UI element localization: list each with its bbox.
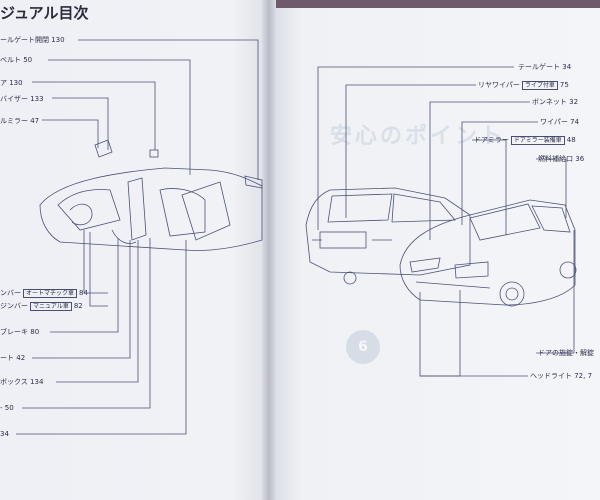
- label-text: テールゲート: [518, 63, 560, 71]
- leader-line: [83, 230, 108, 294]
- page-number: 84: [79, 289, 88, 297]
- leader-line: [89, 232, 108, 307]
- badge: ライプ付車: [521, 81, 558, 90]
- label-bonnet: ボンネット 32: [532, 98, 578, 107]
- page-number: 75: [559, 81, 569, 89]
- leader-line: [472, 139, 507, 235]
- page-number: 42: [16, 354, 26, 362]
- label-item-50: - 50: [0, 404, 14, 413]
- page-number: 32: [569, 98, 579, 106]
- page-number: 34: [562, 63, 572, 71]
- label-seat: ート 42: [0, 354, 25, 363]
- watermark-text: 安心のポイント: [330, 124, 506, 149]
- leader-line: [50, 238, 119, 333]
- leader-line: [52, 97, 109, 150]
- leader-line: [32, 81, 156, 150]
- badge: マニュアル車: [30, 302, 72, 311]
- leader-line: [78, 39, 259, 180]
- right-page: [268, 8, 600, 500]
- label-text: ワイパー: [540, 118, 568, 126]
- label-text: ブレーキ: [0, 328, 28, 336]
- label-text: リヤワイパー: [478, 81, 520, 89]
- label-box: ボックス 134: [0, 378, 43, 387]
- label-tailgate-switch: ールゲート開閉 130: [0, 36, 65, 44]
- book-spine: [262, 0, 276, 500]
- page-number: 50: [4, 404, 14, 412]
- leader-line: [16, 240, 187, 435]
- leader-line: [536, 158, 567, 218]
- label-sun-visor: バイザー 133: [0, 95, 44, 103]
- section-number-mark: 6: [346, 330, 380, 364]
- label-text: ンバー: [0, 289, 21, 297]
- label-brake: ブレーキ 80: [0, 328, 39, 337]
- page-title: ジュアル目次: [0, 4, 89, 22]
- leader-line: [536, 230, 575, 354]
- leader-line: [32, 240, 131, 359]
- label-text: ボンネット: [532, 98, 567, 106]
- label-tailgate: テールゲート 34: [518, 63, 571, 72]
- label-door: ア 130: [0, 79, 23, 87]
- leader-line: [22, 238, 151, 409]
- leader-line: [42, 119, 99, 148]
- label-wiper: ワイパー 74: [540, 118, 579, 127]
- label-headlight: ヘッドライト 72, 7: [530, 372, 593, 380]
- badge: オートマチック車: [23, 289, 78, 298]
- label-item-34: 34: [0, 430, 9, 439]
- label-text: -: [0, 404, 3, 412]
- front-car-sketch: [399, 199, 577, 307]
- rear-car-sketch: [305, 187, 471, 285]
- page-number: 134: [30, 378, 44, 386]
- label-text: ート: [0, 354, 14, 362]
- page-number: 34: [0, 430, 9, 438]
- label-text: ボックス: [0, 378, 28, 386]
- leader-line: [461, 121, 538, 225]
- leader-line: [420, 290, 461, 377]
- page-number: 74: [570, 118, 580, 126]
- badge: ドアミラー装備車: [510, 136, 565, 145]
- leader-line: [56, 240, 139, 383]
- page-number: 48: [566, 136, 576, 144]
- page-number: 82: [73, 302, 83, 310]
- label-seatbelt: ベルト 50: [0, 56, 33, 64]
- car-interior-sketch: [39, 139, 263, 251]
- label-mirror: ルミラー 47: [0, 117, 40, 125]
- leader-line: [48, 59, 191, 175]
- label-text: ジンバー: [0, 302, 28, 310]
- leader-line: [317, 66, 514, 230]
- page-number: 36: [575, 155, 585, 163]
- leader-line: [345, 84, 476, 218]
- page-number: 80: [30, 328, 40, 336]
- left-page: [0, 0, 272, 500]
- leader-line: [429, 101, 530, 240]
